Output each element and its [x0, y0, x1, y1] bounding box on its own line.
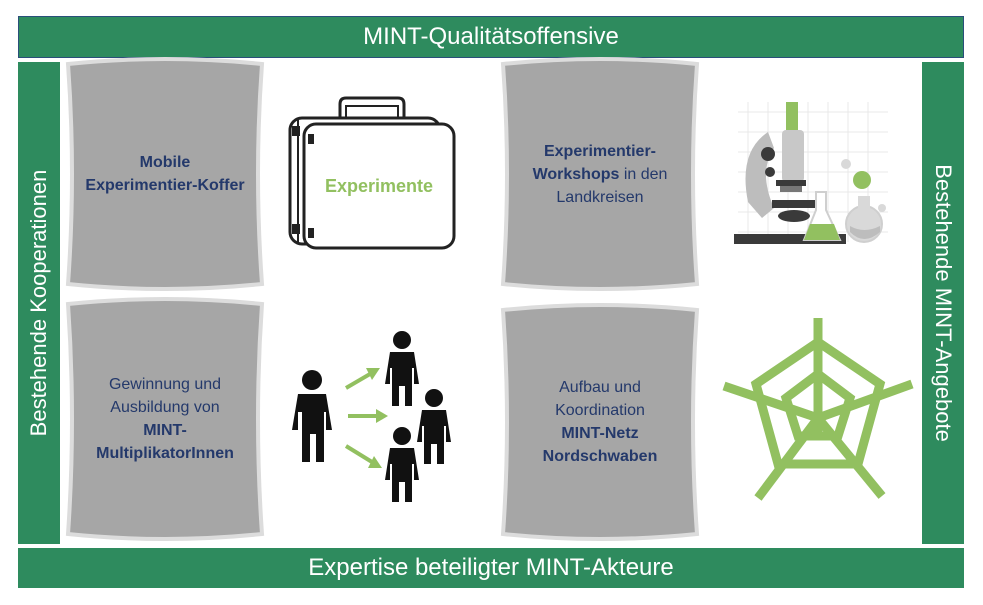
card-koffer-line2: Experimentier-Koffer	[85, 177, 245, 194]
card-aufbau-line4: Nordschwaben	[542, 448, 658, 465]
card-aufbau-line1: Aufbau und	[559, 379, 641, 396]
card-gewinnung: Gewinnung und Ausbildung von MINT- Multi…	[62, 296, 268, 542]
right-bar: Bestehende MINT-Angebote	[922, 62, 964, 544]
left-bar: Bestehende Kooperationen	[18, 62, 60, 544]
card-workshops: Experimentier- Workshops in den Landkrei…	[497, 56, 703, 292]
suitcase-icon: Experimente	[286, 92, 458, 252]
suitcase-label: Experimente	[324, 176, 434, 196]
network-icon	[718, 314, 918, 504]
card-workshops-line3: Landkreisen	[556, 188, 644, 206]
top-bar: MINT-Qualitätsoffensive	[18, 16, 964, 58]
card-aufbau-line3: MINT-Netz	[561, 425, 639, 442]
people-icon	[286, 326, 458, 506]
card-koffer-line1: Mobile	[139, 154, 191, 171]
card-gewinnung-line1: Gewinnung und	[108, 376, 222, 393]
card-gewinnung-line3: MINT-	[143, 422, 187, 439]
card-aufbau: Aufbau und Koordination MINT-Netz Nordsc…	[497, 302, 703, 542]
card-gewinnung-line4: MultiplikatorInnen	[96, 445, 234, 462]
card-workshops-line2-rest: in den	[619, 165, 668, 183]
card-koffer: Mobile Experimentier-Koffer	[62, 56, 268, 292]
top-bar-label: MINT-Qualitätsoffensive	[363, 23, 619, 50]
card-workshops-line1: Experimentier-	[543, 142, 657, 160]
bottom-bar-label: Expertise beteiligter MINT-Akteure	[308, 554, 674, 581]
card-aufbau-line2: Koordination	[555, 402, 645, 419]
microscope-icon	[728, 92, 898, 262]
card-gewinnung-line2: Ausbildung von	[110, 399, 220, 416]
bottom-bar: Expertise beteiligter MINT-Akteure	[18, 548, 964, 588]
card-workshops-line2-bold: Workshops	[532, 165, 620, 183]
left-bar-label: Bestehende Kooperationen	[26, 169, 51, 437]
right-bar-label: Bestehende MINT-Angebote	[931, 164, 956, 442]
